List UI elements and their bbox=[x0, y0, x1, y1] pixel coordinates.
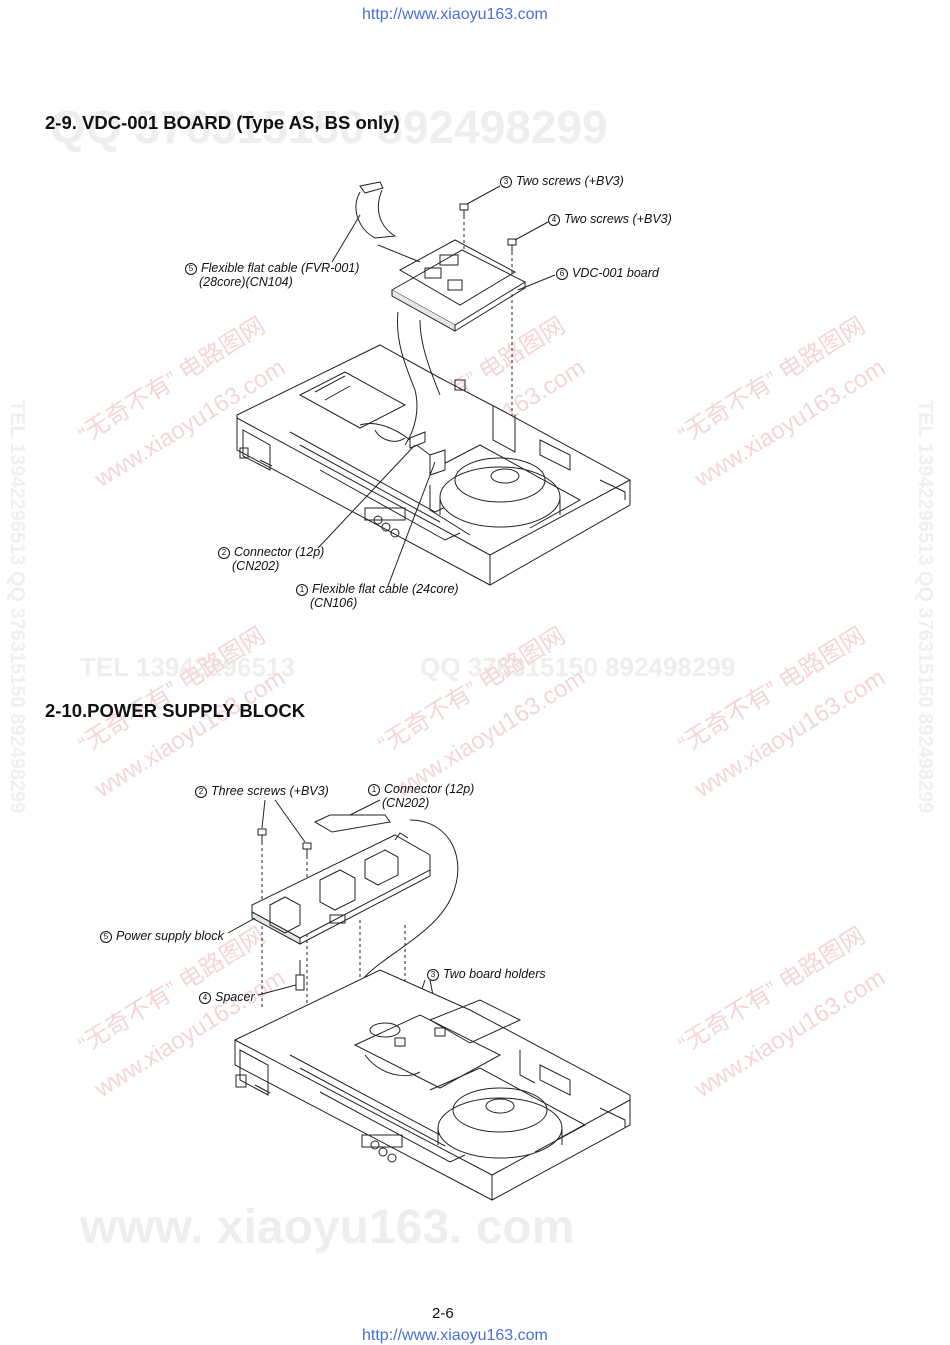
watermark-qq-mid: QQ 376315150 892498299 bbox=[420, 652, 736, 682]
ffc-fvr-001-top bbox=[359, 181, 384, 194]
watermark-tel: TEL 13942296513 bbox=[80, 652, 295, 682]
screw-three-a bbox=[257, 828, 267, 1010]
callout-number: 5 bbox=[100, 931, 112, 943]
screw-three-b bbox=[302, 842, 312, 1020]
watermark-qq-top: QQ 376315150 892498299 bbox=[50, 101, 608, 153]
callout-number: 2 bbox=[195, 786, 207, 798]
ffc-fvr-001 bbox=[355, 189, 397, 239]
section-title-power-supply: 2-10.POWER SUPPLY BLOCK bbox=[45, 700, 306, 721]
callout-number: 6 bbox=[556, 268, 568, 280]
connector-cn202-cable bbox=[313, 814, 391, 833]
vcr-chassis-2 bbox=[234, 969, 631, 1201]
callout-number: 1 bbox=[368, 784, 380, 796]
header-url[interactable]: http://www.xiaoyu163.com bbox=[362, 6, 548, 23]
callout-number: 4 bbox=[199, 992, 211, 1004]
watermark-site-big: www. xiaoyu163. com bbox=[80, 1201, 575, 1254]
section-title-vdc-board: 2-9. VDC-001 BOARD (Type AS, BS only) bbox=[45, 112, 400, 133]
footer-url[interactable]: http://www.xiaoyu163.com bbox=[362, 1327, 548, 1344]
power-supply-board bbox=[251, 832, 431, 945]
vdc-001-board bbox=[390, 239, 527, 332]
callout-number: 3 bbox=[427, 969, 439, 981]
spacer bbox=[295, 960, 305, 991]
page-number: 2-6 bbox=[432, 1305, 454, 1322]
callout-number: 3 bbox=[500, 176, 512, 188]
callout-number: 4 bbox=[548, 214, 560, 226]
